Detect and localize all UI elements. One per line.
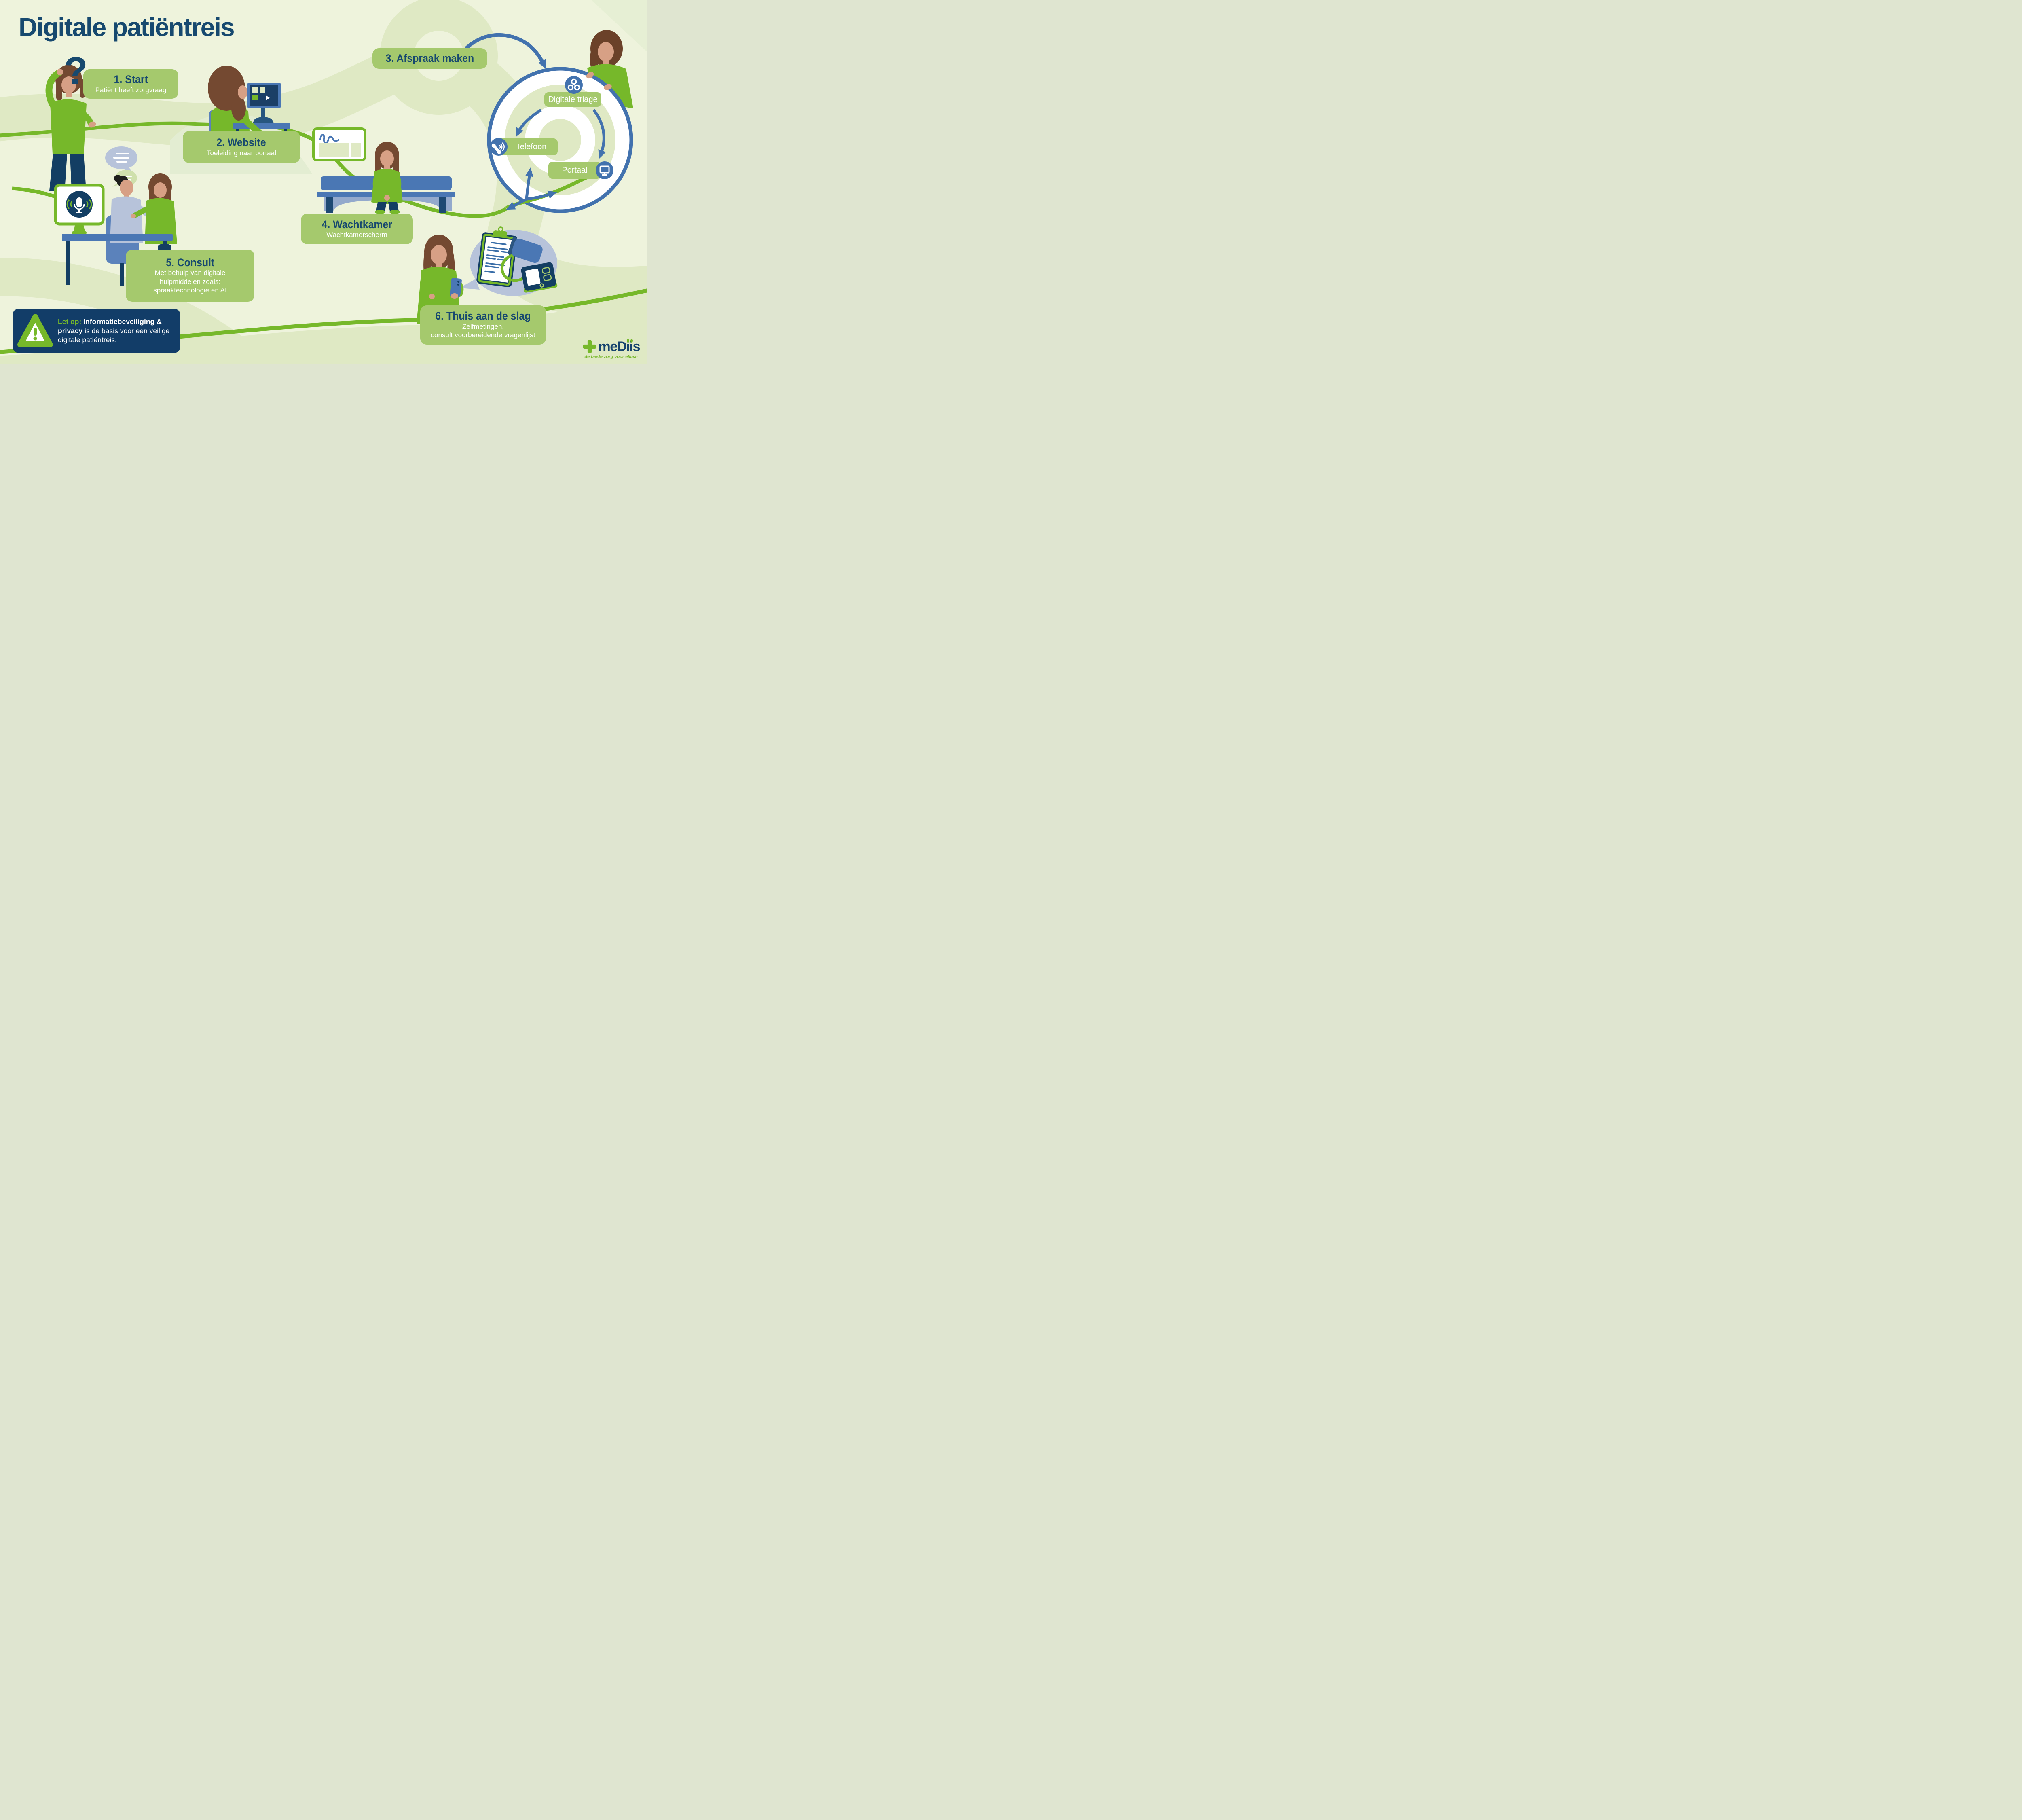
option-telefoon: Telefoon bbox=[490, 138, 558, 156]
blood-pressure-monitor bbox=[521, 262, 558, 293]
microphone-icon bbox=[66, 197, 92, 213]
infographic-canvas: Digitale patiëntreis ? 1. Start Patiënt … bbox=[0, 0, 647, 364]
questionnaire-clipboard bbox=[476, 226, 518, 287]
step-5-consult-label: 5. Consult Met behulp van digitale hulpm… bbox=[126, 250, 254, 302]
question-mark: ? bbox=[64, 49, 88, 93]
mediis-logo: meDiis de beste zorg voor elkaar bbox=[583, 339, 641, 359]
page-title: Digitale patiëntreis bbox=[19, 13, 235, 42]
thought-bubble-selfcare bbox=[459, 226, 558, 296]
patient-start-figure bbox=[45, 65, 96, 191]
triage-icon bbox=[565, 76, 583, 94]
illustration-layer bbox=[0, 0, 647, 364]
circle-arrows bbox=[506, 109, 606, 210]
smartphone bbox=[450, 278, 462, 297]
step-4-waiting-room-label: 4. Wachtkamer Wachtkamerscherm bbox=[301, 214, 413, 244]
step-1-start-label: 1. Start Patiënt heeft zorgvraag bbox=[83, 69, 178, 99]
cursor-icon bbox=[266, 95, 270, 100]
phone-icon bbox=[489, 138, 508, 156]
blood-pressure-cuff bbox=[508, 237, 543, 263]
step-6-home-label: 6. Thuis aan de slag Zelfmetingen, consu… bbox=[420, 305, 546, 345]
waiting-patient-figure bbox=[371, 142, 403, 214]
plus-icon bbox=[583, 340, 597, 353]
step3-to-circle-arrow bbox=[464, 33, 546, 69]
appointment-circle bbox=[487, 30, 633, 213]
step-2-website-label: 2. Website Toeleiding naar portaal bbox=[183, 131, 300, 163]
speech-tech-monitor bbox=[54, 184, 105, 234]
monitor-icon bbox=[595, 161, 614, 180]
warning-triangle-icon bbox=[17, 312, 54, 349]
waiting-room-screen bbox=[312, 127, 366, 161]
website-monitor bbox=[247, 83, 281, 124]
brand-name: meDiis bbox=[598, 339, 640, 354]
warning-banner: Let op: Informatiebeveiliging & privacy … bbox=[13, 309, 180, 353]
logo-tagline: de beste zorg voor elkaar bbox=[584, 354, 639, 359]
option-portaal: Portaal bbox=[548, 161, 613, 179]
scene-consult bbox=[54, 146, 177, 286]
cuff-tube bbox=[501, 254, 525, 282]
option-digitale-triage: Digitale triage bbox=[544, 76, 601, 107]
step-3-appointment-label: 3. Afspraak maken bbox=[372, 48, 487, 69]
scribble-text bbox=[319, 134, 339, 144]
scene-waiting-room bbox=[312, 127, 455, 214]
warning-text: Let op: Informatiebeveiliging & privacy … bbox=[58, 317, 170, 344]
